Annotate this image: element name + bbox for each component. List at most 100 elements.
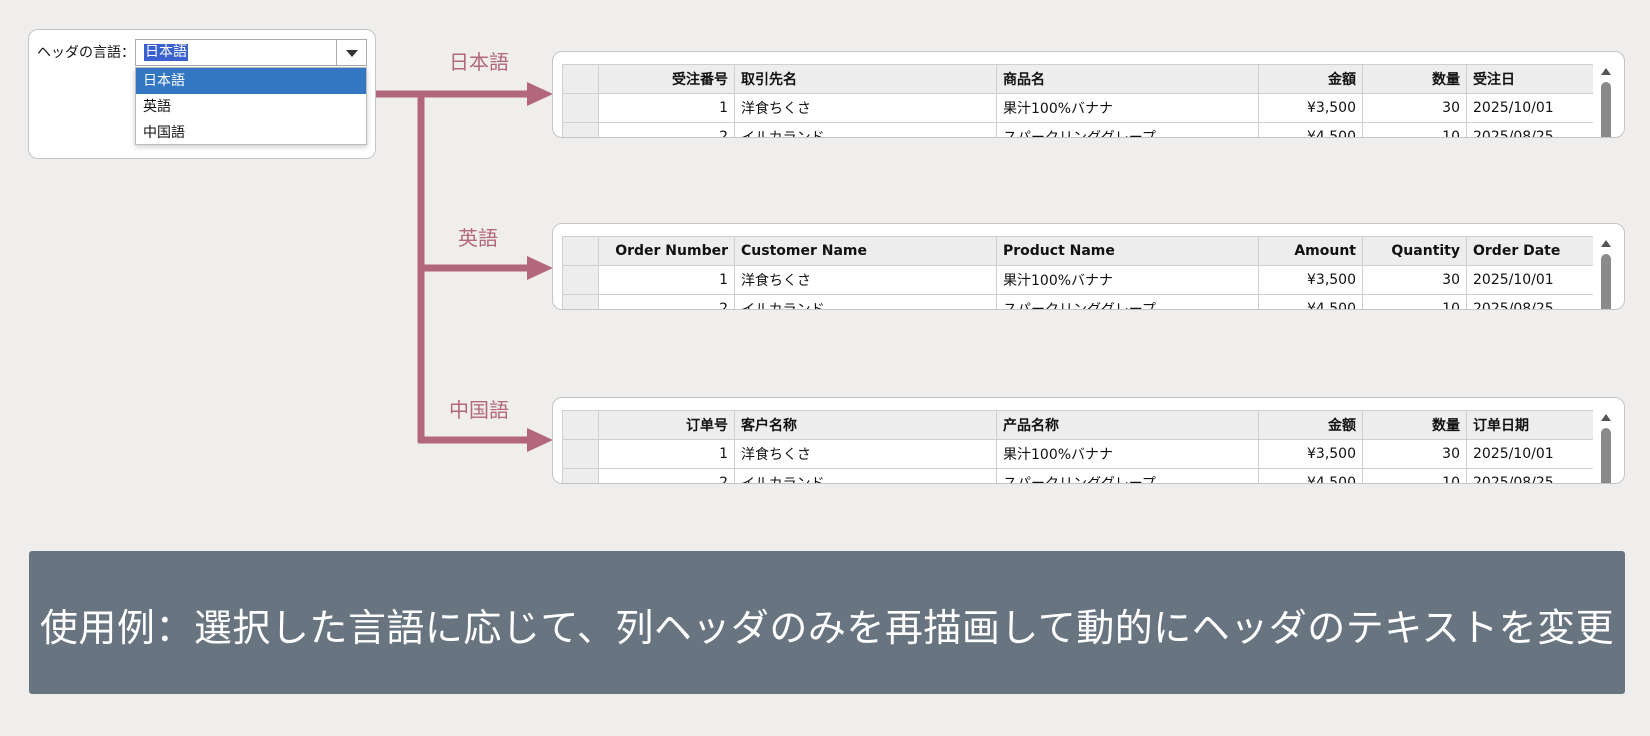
dropdown-option-english[interactable]: 英語	[143, 99, 171, 115]
scrollbar-thumb[interactable]	[1601, 428, 1611, 483]
table-cell[interactable]: 2	[598, 468, 735, 483]
row-header-cell[interactable]	[562, 439, 599, 469]
table-cell[interactable]: 30	[1362, 439, 1467, 469]
language-selector-panel: ヘッダの言語： 日本語 日本語 英語 中国語	[28, 29, 376, 159]
table-cell[interactable]: 洋食ちくさ	[734, 265, 997, 295]
table-cell[interactable]: 1	[598, 265, 735, 295]
table-row: 1 洋食ちくさ 果汁100%バナナ ¥3,500 30 2025/10/01	[562, 93, 1593, 123]
column-header[interactable]: Customer Name	[734, 236, 997, 266]
table-cell[interactable]: 果汁100%バナナ	[996, 93, 1259, 123]
table-cell[interactable]: イルカランド	[734, 122, 997, 137]
chevron-down-icon[interactable]	[336, 40, 366, 65]
column-header[interactable]: 产品名称	[996, 410, 1259, 440]
table-cell[interactable]: 2025/08/25	[1466, 122, 1593, 137]
table-row: 2 イルカランド スパークリンググレープ ¥4,500 10 2025/08/2…	[562, 122, 1593, 137]
column-header[interactable]: 数量	[1362, 410, 1467, 440]
table-cell[interactable]: スパークリンググレープ	[996, 468, 1259, 483]
selected-language-value: 日本語	[144, 44, 188, 61]
row-header-cell[interactable]	[562, 468, 599, 483]
table-cell[interactable]: 2	[598, 294, 735, 309]
data-table: 受注番号 取引先名 商品名 金額 数量 受注日 1 洋食ちくさ 果汁100%バナ…	[562, 64, 1593, 137]
table-cell[interactable]: 1	[598, 93, 735, 123]
table-cell[interactable]: ¥3,500	[1258, 439, 1363, 469]
table-row: 2 イルカランド スパークリンググレープ ¥4,500 10 2025/08/2…	[562, 294, 1593, 309]
language-dropdown-list: 日本語 英語 中国語	[135, 67, 367, 145]
header-language-label: ヘッダの言語：	[37, 45, 135, 61]
scroll-up-icon[interactable]	[1601, 414, 1611, 421]
column-header[interactable]: 金額	[1258, 64, 1363, 94]
table-cell[interactable]: 果汁100%バナナ	[996, 439, 1259, 469]
column-header[interactable]: Quantity	[1362, 236, 1467, 266]
row-header-cell[interactable]	[562, 122, 599, 137]
table-cell[interactable]: スパークリンググレープ	[996, 294, 1259, 309]
column-header[interactable]: 受注番号	[598, 64, 735, 94]
caption-banner: 使用例：選択した言語に応じて、列ヘッダのみを再描画して動的にヘッダのテキストを変…	[29, 551, 1625, 694]
data-table: Order Number Customer Name Product Name …	[562, 236, 1593, 309]
header-row: 受注番号 取引先名 商品名 金額 数量 受注日	[562, 64, 1593, 94]
grid-chinese-headers: 订单号 客户名称 产品名称 金额 数量 订单日期 1 洋食ちくさ 果汁100%バ…	[552, 397, 1625, 484]
data-table: 订单号 客户名称 产品名称 金额 数量 订单日期 1 洋食ちくさ 果汁100%バ…	[562, 410, 1593, 483]
table-cell[interactable]: ¥3,500	[1258, 93, 1363, 123]
table-cell[interactable]: 洋食ちくさ	[734, 439, 997, 469]
table-cell[interactable]: 1	[598, 439, 735, 469]
table-cell[interactable]: 2025/10/01	[1466, 439, 1593, 469]
table-cell[interactable]: 果汁100%バナナ	[996, 265, 1259, 295]
table-cell[interactable]: ¥4,500	[1258, 122, 1363, 137]
column-header[interactable]: 客户名称	[734, 410, 997, 440]
arrow-head-english	[527, 256, 553, 280]
table-cell[interactable]: 30	[1362, 93, 1467, 123]
column-header[interactable]: 受注日	[1466, 64, 1593, 94]
scroll-up-icon[interactable]	[1601, 68, 1611, 75]
grid-japanese-headers: 受注番号 取引先名 商品名 金額 数量 受注日 1 洋食ちくさ 果汁100%バナ…	[552, 51, 1625, 138]
scrollbar-thumb[interactable]	[1601, 82, 1611, 137]
column-header[interactable]: 取引先名	[734, 64, 997, 94]
table-cell[interactable]: 2025/08/25	[1466, 294, 1593, 309]
table-cell[interactable]: イルカランド	[734, 294, 997, 309]
table-cell[interactable]: 2025/10/01	[1466, 93, 1593, 123]
column-header[interactable]: 金额	[1258, 410, 1363, 440]
dropdown-option-chinese[interactable]: 中国語	[143, 125, 185, 141]
table-cell[interactable]: ¥3,500	[1258, 265, 1363, 295]
table-cell[interactable]: 2025/08/25	[1466, 468, 1593, 483]
column-header[interactable]: Order Number	[598, 236, 735, 266]
vertical-scrollbar[interactable]	[1598, 410, 1614, 483]
table-cell[interactable]: ¥4,500	[1258, 468, 1363, 483]
header-language-select[interactable]: 日本語	[135, 39, 367, 66]
column-header[interactable]: 订单号	[598, 410, 735, 440]
row-header-cell[interactable]	[562, 93, 599, 123]
table-row: 1 洋食ちくさ 果汁100%バナナ ¥3,500 30 2025/10/01	[562, 265, 1593, 295]
vertical-scrollbar[interactable]	[1598, 236, 1614, 309]
arrow-head-chinese	[527, 428, 553, 452]
table-cell[interactable]: 2025/10/01	[1466, 265, 1593, 295]
corner-cell	[562, 410, 599, 440]
scroll-up-icon[interactable]	[1601, 240, 1611, 247]
language-label-english: 英語	[458, 226, 498, 250]
corner-cell	[562, 236, 599, 266]
table-cell[interactable]: 10	[1362, 122, 1467, 137]
table-cell[interactable]: 2	[598, 122, 735, 137]
table-cell[interactable]: ¥4,500	[1258, 294, 1363, 309]
table-cell[interactable]: 10	[1362, 468, 1467, 483]
row-header-cell[interactable]	[562, 265, 599, 295]
arrow-head-japanese	[527, 82, 553, 106]
header-row: 订单号 客户名称 产品名称 金额 数量 订单日期	[562, 410, 1593, 440]
scrollbar-thumb[interactable]	[1601, 254, 1611, 309]
column-header[interactable]: 订单日期	[1466, 410, 1593, 440]
column-header[interactable]: 商品名	[996, 64, 1259, 94]
row-header-cell[interactable]	[562, 294, 599, 309]
table-cell[interactable]: 30	[1362, 265, 1467, 295]
column-header[interactable]: 数量	[1362, 64, 1467, 94]
table-cell[interactable]: スパークリンググレープ	[996, 122, 1259, 137]
dropdown-option-japanese[interactable]: 日本語	[136, 68, 366, 94]
column-header[interactable]: Product Name	[996, 236, 1259, 266]
table-cell[interactable]: 10	[1362, 294, 1467, 309]
table-row: 2 イルカランド スパークリンググレープ ¥4,500 10 2025/08/2…	[562, 468, 1593, 483]
column-header[interactable]: Order Date	[1466, 236, 1593, 266]
language-label-chinese: 中国語	[449, 398, 509, 422]
column-header[interactable]: Amount	[1258, 236, 1363, 266]
vertical-scrollbar[interactable]	[1598, 64, 1614, 137]
caption-text: 使用例：選択した言語に応じて、列ヘッダのみを再描画して動的にヘッダのテキストを変…	[39, 606, 1615, 650]
table-cell[interactable]: イルカランド	[734, 468, 997, 483]
table-cell[interactable]: 洋食ちくさ	[734, 93, 997, 123]
